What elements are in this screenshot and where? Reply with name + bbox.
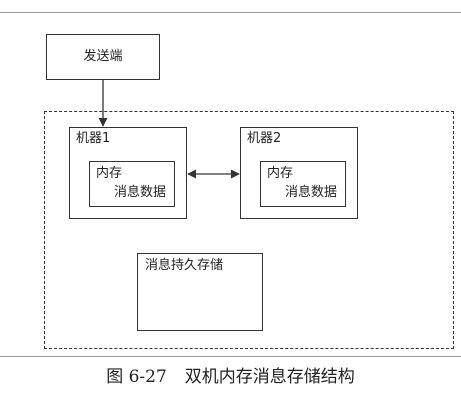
machine2-label: 机器2 <box>247 131 282 146</box>
sender-label: 发送端 <box>83 49 123 64</box>
sender-box: 发送端 <box>46 34 160 80</box>
top-rule <box>0 12 461 13</box>
bottom-rule <box>0 356 461 357</box>
figure-number: 图 6-27 <box>106 367 167 387</box>
cluster-boundary <box>44 111 454 349</box>
machine2-message-data-label: 消息数据 <box>285 185 338 200</box>
machine1-label: 机器1 <box>76 131 111 146</box>
figure-caption: 图 6-27 双机内存消息存储结构 <box>0 366 461 388</box>
machine1-memory-label: 内存 <box>96 166 123 181</box>
machine1-message-data-label: 消息数据 <box>114 185 167 200</box>
machine2-memory-box: 内存 消息数据 <box>260 161 346 207</box>
machine2-memory-label: 内存 <box>267 166 294 181</box>
persistent-storage-box: 消息持久存储 <box>137 253 263 331</box>
figure-title: 双机内存消息存储结构 <box>184 367 355 387</box>
persistent-storage-label: 消息持久存储 <box>145 258 224 273</box>
machine1-memory-box: 内存 消息数据 <box>89 161 175 207</box>
